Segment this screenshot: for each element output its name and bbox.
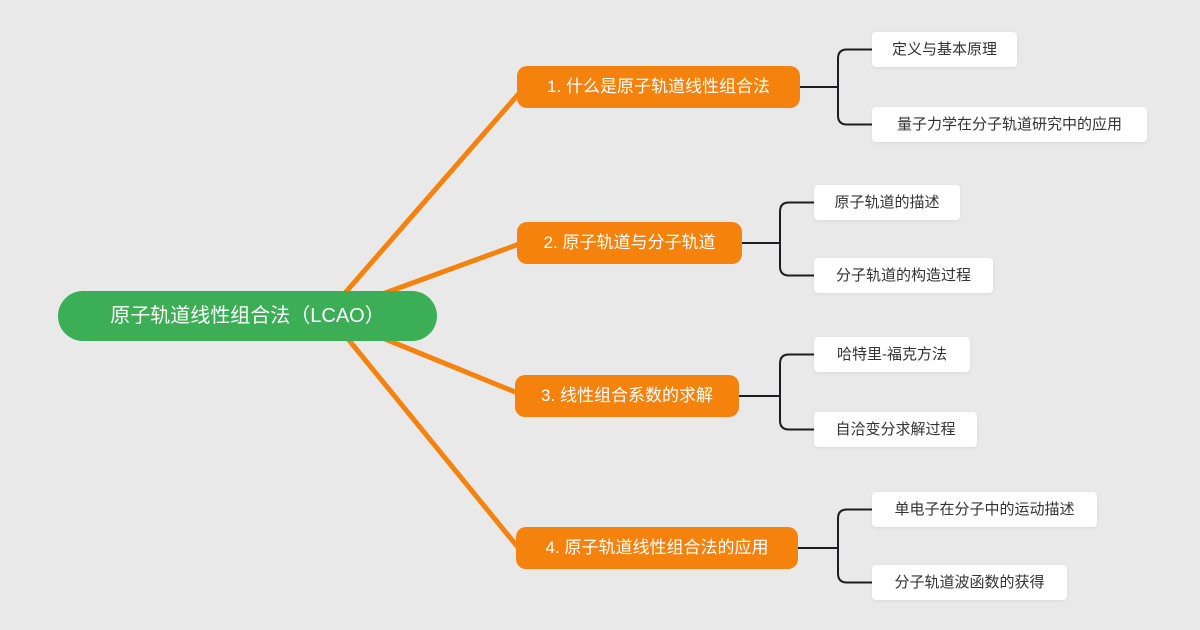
leaf-node-4-1[interactable]: 单电子在分子中的运动描述 bbox=[872, 492, 1097, 527]
branch-node-1[interactable]: 1. 什么是原子轨道线性组合法 bbox=[517, 66, 800, 108]
edge-root-to-branch-2 bbox=[382, 240, 525, 296]
connector-branch-2 bbox=[742, 201, 814, 277]
leaf-node-3-1[interactable]: 哈特里-福克方法 bbox=[814, 337, 970, 372]
leaf-node-4-2[interactable]: 分子轨道波函数的获得 bbox=[872, 565, 1067, 600]
connector-branch-4 bbox=[798, 508, 872, 584]
edge-root-to-branch-4 bbox=[345, 336, 524, 554]
leaf-node-1-2[interactable]: 量子力学在分子轨道研究中的应用 bbox=[872, 107, 1147, 142]
branch-node-4[interactable]: 4. 原子轨道线性组合法的应用 bbox=[516, 527, 798, 569]
root-node[interactable]: 原子轨道线性组合法（LCAO） bbox=[58, 291, 437, 341]
connector-branch-3 bbox=[739, 353, 814, 431]
edge-root-to-branch-3 bbox=[382, 336, 523, 397]
edge-root-to-branch-1 bbox=[342, 87, 525, 296]
branch-node-3[interactable]: 3. 线性组合系数的求解 bbox=[515, 375, 739, 417]
branch-node-2[interactable]: 2. 原子轨道与分子轨道 bbox=[517, 222, 742, 264]
leaf-node-2-2[interactable]: 分子轨道的构造过程 bbox=[814, 258, 993, 293]
leaf-node-2-1[interactable]: 原子轨道的描述 bbox=[814, 185, 960, 220]
leaf-node-3-2[interactable]: 自洽变分求解过程 bbox=[814, 412, 977, 447]
connector-branch-1 bbox=[798, 48, 872, 126]
leaf-node-1-1[interactable]: 定义与基本原理 bbox=[872, 32, 1017, 67]
